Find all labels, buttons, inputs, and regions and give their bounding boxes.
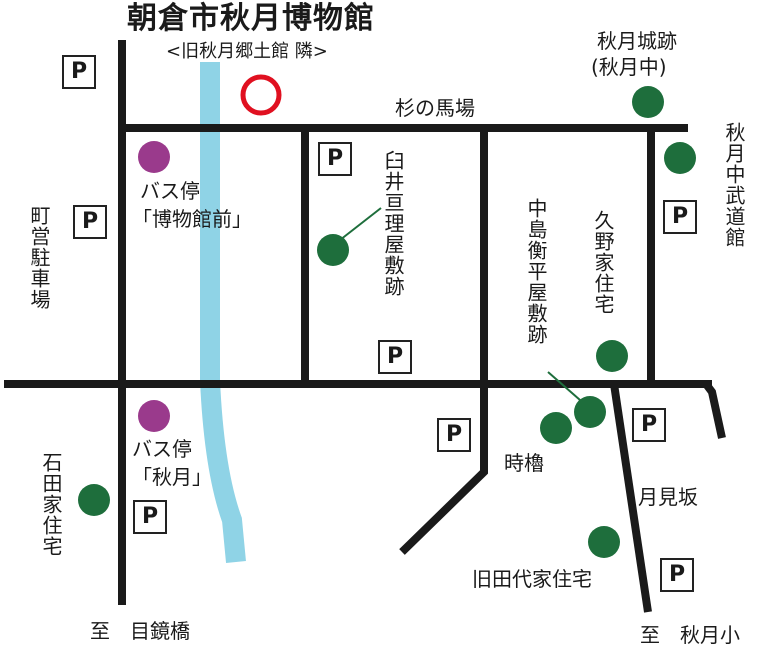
budokan-marker [664,142,696,174]
parking-sign: P [133,500,167,534]
road-to-akizuki-elem [610,383,652,613]
label-bus-stop-museum-name: 「博物館前」 [132,207,252,231]
parking-sign: P [437,418,471,452]
label-akizuki-jhs: (秋月中) [591,55,667,79]
label-ishida-house: 石田家住宅 [39,452,63,557]
label-tadai-house: 旧田代家住宅 [472,567,592,591]
usui-yashiki-marker [317,234,349,266]
label-tsukimizaka: 月見坂 [638,485,698,509]
tadai-house-marker [588,526,620,558]
bus-stop-museum-marker [138,141,170,173]
label-bus-stop-museum: バス停 [140,179,200,203]
river [200,62,246,563]
road-south-branch [399,384,488,555]
road-east-hook [702,381,726,439]
parking-sign: P [632,408,666,442]
label-akizuki-castle: 秋月城跡 [597,29,677,53]
parking-sign: P [660,558,694,592]
parking-sign: P [318,142,352,176]
label-kuno-house: 久野家住宅 [591,210,615,315]
label-nakajima-yashiki: 中島衡平屋敷跡 [524,198,548,345]
parking-sign: P [663,200,697,234]
tokiyagura-marker [540,412,572,444]
parking-sign: P [73,205,107,239]
label-bus-stop-akizuki-name: 「秋月」 [132,465,212,489]
ishida-house-marker [78,484,110,516]
label-to-megane-bashi: 至 目鏡橋 [90,619,190,643]
label-budokan: 秋月中武道館 [722,122,746,248]
museum-marker [240,74,282,116]
label-town-parking: 町営駐車場 [27,205,51,310]
nakajima-yashiki-marker [574,396,606,428]
bus-stop-akizuki-marker [138,400,170,432]
roads [4,40,726,613]
label-bus-stop-akizuki: バス停 [132,437,192,461]
leader-line-usui [339,207,382,241]
map-subtitle: <旧秋月郷土館 隣> [166,41,328,62]
label-tokiyagura: 時櫓 [504,451,544,475]
leader-line-nakajima [547,371,581,401]
parking-sign: P [62,55,96,89]
parking-sign: P [378,340,412,374]
akizuki-castle-marker [632,86,664,118]
label-to-akizuki-elem: 至 秋月小 [640,623,740,647]
label-sugi-no-baba: 杉の馬場 [395,96,475,120]
label-usui-yashiki: 臼井亘理屋敷跡 [381,150,405,297]
kuno-house-marker [596,340,628,372]
landmark-markers [78,86,696,558]
map-title: 朝倉市秋月博物館 [127,1,375,36]
